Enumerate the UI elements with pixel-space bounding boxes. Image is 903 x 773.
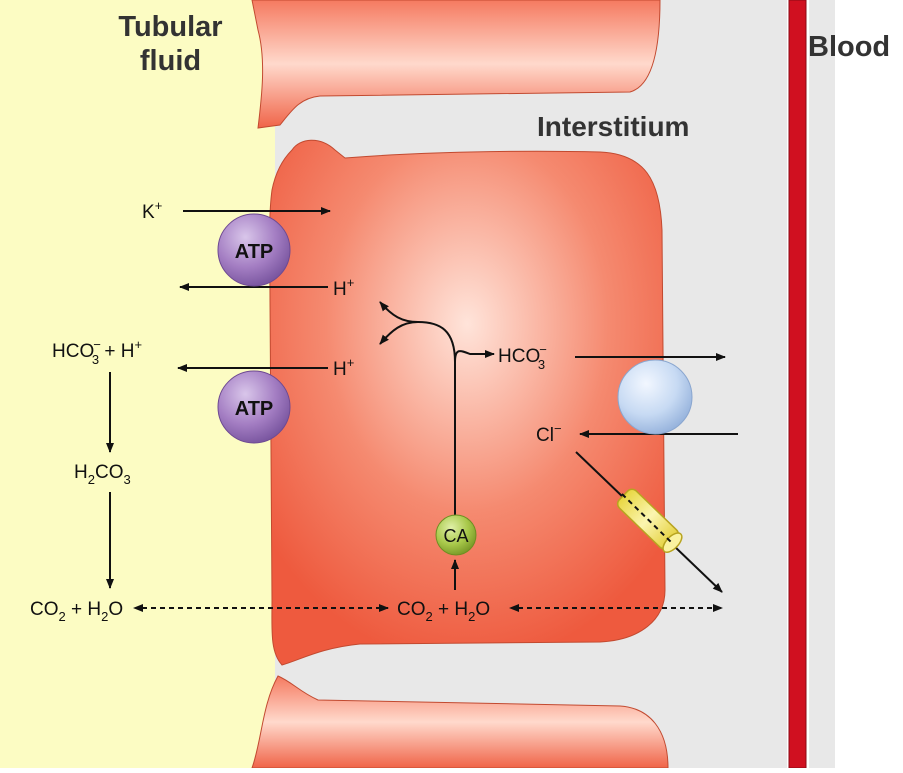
h-branch-curve	[379, 301, 456, 363]
k-ion-label: K+	[142, 198, 162, 223]
outside-region	[835, 0, 903, 768]
ca-label: CA	[443, 526, 468, 546]
atp-pump-bottom: ATP	[217, 370, 291, 444]
cl-channel-dashes	[621, 493, 673, 544]
h-ion-label-top: H+	[333, 275, 354, 300]
lumen-co2-h2o-label: CO2 + H2O	[30, 599, 123, 624]
h-branch-curve-lower	[379, 321, 419, 345]
blood-vessel	[788, 0, 807, 769]
atp-pump-top: ATP	[217, 213, 291, 287]
cl-ion-label: Cl−	[536, 421, 562, 446]
h2co3-label: H2CO3	[74, 462, 131, 487]
tubular-fluid-label: Tubular fluid	[108, 10, 233, 78]
cell-co2-h2o-label: CO2 + H2O	[397, 599, 490, 624]
tubular-fluid-label-line1: Tubular	[118, 11, 223, 43]
lumen-hco3-h-label: HCO−3 + H+	[52, 337, 142, 367]
h-ion-label-mid: H+	[333, 355, 354, 380]
carbonic-anhydrase: CA	[435, 514, 477, 556]
atp-label-top: ATP	[235, 241, 274, 263]
cell-top	[251, 0, 661, 129]
epithelial-cell	[269, 139, 666, 666]
cell-bottom	[251, 675, 669, 769]
hco3-cell-label: HCO−3	[498, 342, 547, 372]
chloride-bicarbonate-exchanger	[617, 359, 693, 435]
blood-label: Blood	[808, 31, 891, 63]
interstitium-label: Interstitium	[537, 111, 690, 142]
atp-label-bottom: ATP	[235, 398, 274, 420]
tubular-fluid-label-line2: fluid	[139, 45, 202, 77]
